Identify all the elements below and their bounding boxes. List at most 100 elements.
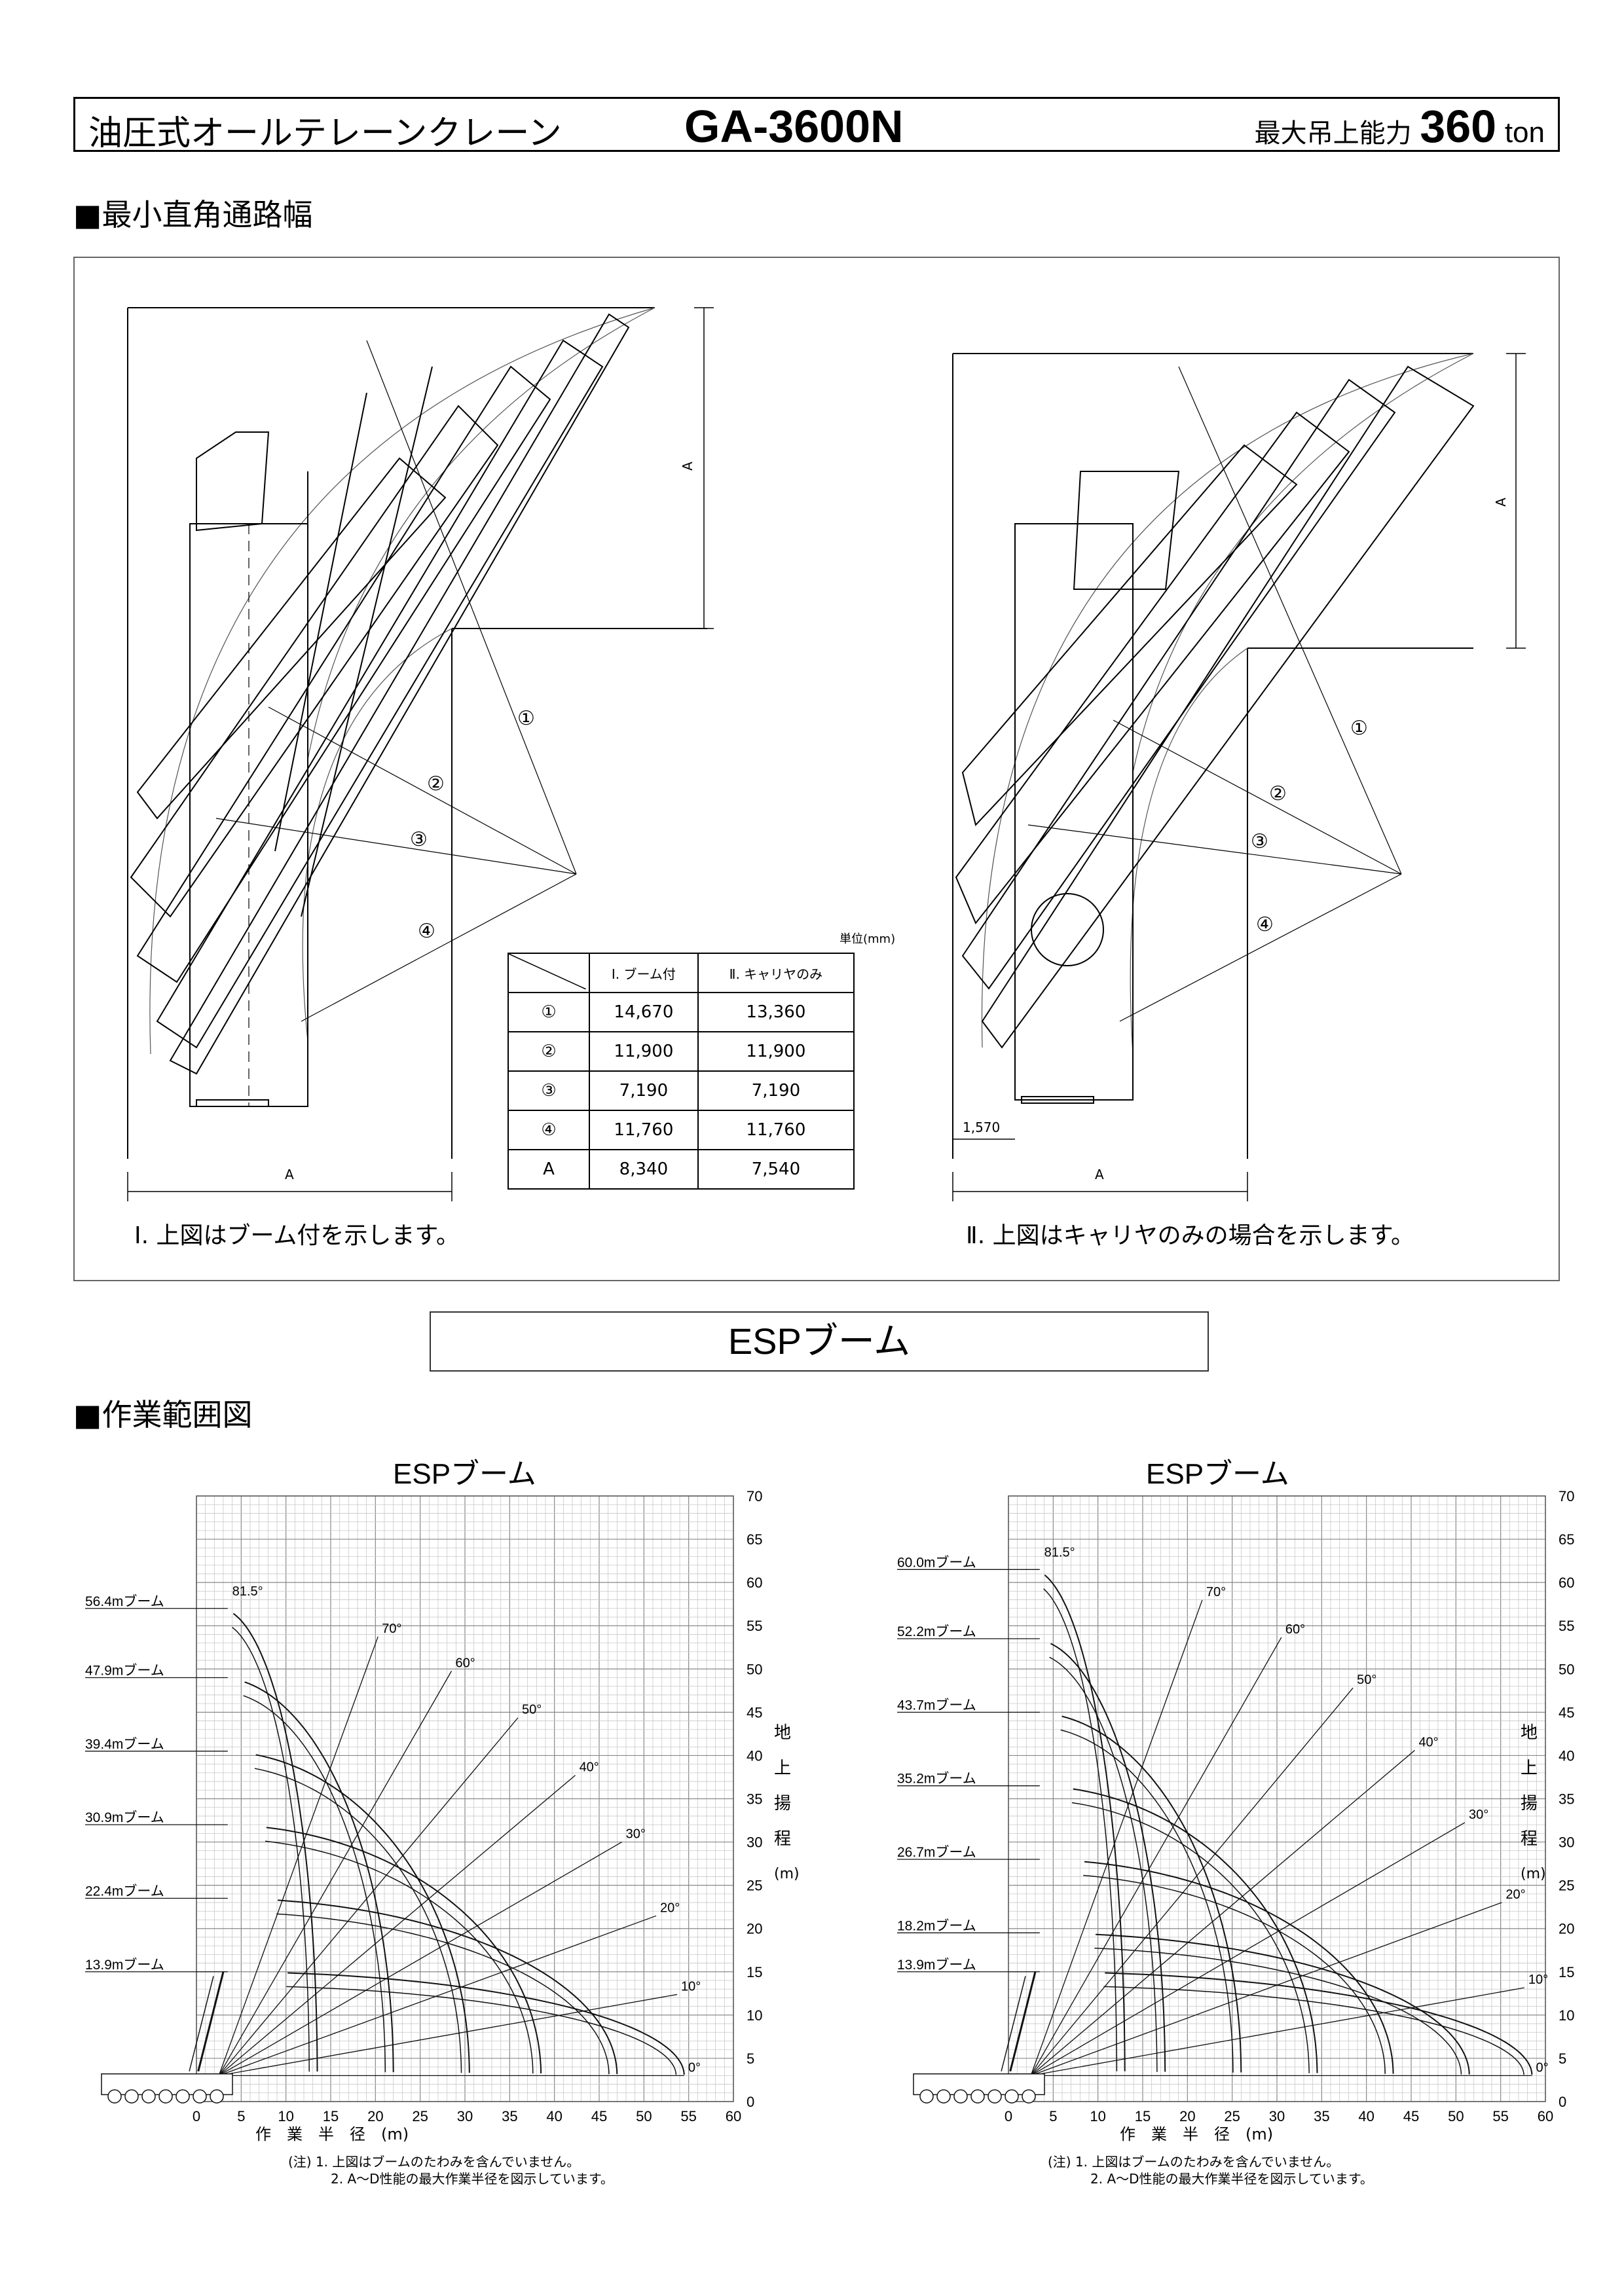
table-row: ④ 11,760 11,760 [507,1110,855,1150]
table-col2-header: Ⅱ. キャリヤのみ [697,953,855,993]
crane-wheel [193,2089,207,2104]
note-left-2: 2. A～D性能の最大作業半径を図示しています。 [331,2171,614,2187]
angle-label: 40° [1418,1735,1438,1749]
x-tick-label: 5 [1049,2108,1057,2124]
table-row: ② 11,900 11,900 [507,1031,855,1072]
table-row-label: ③ [507,1070,590,1111]
angle-label: 81.5° [232,1584,263,1599]
crane-boom [1009,1971,1037,2072]
table-row-label: A [507,1149,590,1190]
y-label-char: 上 [1521,1758,1538,1778]
y-label-char: 揚 [774,1794,792,1813]
y-tick-label: 5 [1559,2050,1566,2067]
angle-label: 30° [1469,1808,1488,1822]
y-tick-label: 55 [747,1618,762,1634]
grid-frame [1008,1495,1546,2102]
x-tick-label: 45 [591,2108,607,2124]
crane-boom [197,1971,225,2072]
x-tick-label: 60 [1538,2108,1553,2124]
boom-arc [244,1681,394,2073]
y-tick-label: 65 [1559,1531,1574,1548]
angle-line [218,1671,452,2076]
angle-line [219,1994,678,2076]
boom-arc-inner [1083,1874,1386,2074]
table-cell: 7,540 [697,1149,855,1190]
angle-line [218,1915,657,2076]
angle-label: 70° [382,1622,401,1636]
crane-wheel [987,2089,1002,2104]
y-label-char: 程 [774,1829,792,1849]
chart-title-right: ESPブーム [1146,1458,1289,1490]
x-label-left: 作 業 半 径 (m) [255,2125,409,2143]
y-tick-label: 35 [1559,1791,1574,1808]
table-row: ③ 7,190 7,190 [507,1070,855,1111]
table-cell: 7,190 [697,1070,855,1111]
turning-diagram-right [952,353,1526,1201]
x-tick-label: 10 [278,2108,293,2124]
turning-width-panel [73,257,1560,1281]
boom-arc [278,1899,618,2075]
table-cell: 13,360 [697,992,855,1032]
left-caption: Ⅰ. 上図はブーム付を示します。 [134,1222,460,1249]
crane-wheel [141,2089,156,2104]
angle-line [218,1717,519,2076]
angle-label: 81.5° [1044,1546,1075,1560]
x-tick-label: 5 [237,2108,245,2124]
boom-arc [1073,1788,1318,2073]
x-label-right: 作 業 半 径 (m) [1120,2125,1274,2143]
table-cell: 14,670 [589,992,699,1032]
y-label-left: 地 上 揚 程 (m) [774,1715,800,1892]
boom-length-label: 39.4mブーム [85,1737,164,1752]
boom-length-label: 35.2mブーム [897,1772,976,1787]
table-corner-cell [507,953,590,993]
angle-line [1030,1822,1466,2076]
y-label-char: 地 [1521,1723,1538,1743]
crane-wheel [936,2089,951,2104]
right-caption: Ⅱ. 上図はキャリヤのみの場合を示します。 [966,1222,1415,1249]
dim-a-vertical-left: A [679,462,695,471]
note-right-2: 2. A～D性能の最大作業半径を図示しています。 [1090,2171,1373,2187]
angle-label: 20° [1505,1887,1525,1902]
boom-length-label: 18.2mブーム [897,1918,976,1933]
x-tick-label: 35 [1314,2108,1329,2124]
boom-length-label: 22.4mブーム [85,1884,164,1899]
y-label-char: 揚 [1521,1794,1538,1813]
angle-label: 50° [1357,1673,1376,1687]
y-tick-label: 70 [1559,1488,1574,1504]
x-tick-label: 0 [1005,2108,1012,2124]
boom-length-label: 47.9mブーム [85,1664,164,1679]
boom-arc-inner [1094,1947,1462,2075]
x-tick-label: 40 [1358,2108,1374,2124]
boom-arc-inner [1060,1729,1234,2073]
y-tick-label: 70 [747,1488,762,1504]
boom-arc-inner [232,1626,310,2072]
x-tick-label: 55 [680,2108,696,2124]
y-tick-label: 35 [747,1791,762,1808]
crane-boom [1001,1976,1026,2071]
x-tick-label: 55 [1492,2108,1508,2124]
boom-arc [232,1613,318,2072]
y-tick-label: 40 [747,1747,762,1764]
y-tick-label: 25 [1559,1878,1574,1894]
boom-length-label: 60.0mブーム [897,1555,976,1570]
boom-arc-inner [1043,1588,1118,2071]
boom-length-label: 43.7mブーム [897,1698,976,1713]
table-cell: 11,900 [697,1031,855,1072]
x-tick-label: 0 [193,2108,200,2124]
boom-arc [287,1972,685,2075]
angle-label: 10° [681,1979,701,1994]
angle-line [1030,1749,1415,2076]
x-tick-label: 10 [1090,2108,1105,2124]
crane-boom [189,1976,214,2071]
marker-4-left: ④ [418,920,435,943]
table-cell: 11,900 [589,1031,699,1072]
dim-a-horizontal-right: A [1095,1167,1104,1182]
angle-line [1030,1599,1203,2076]
table-cell: 11,760 [589,1110,699,1150]
product-type-title: 油圧式オールテレーンクレーン [88,114,562,153]
crane-wheel [210,2089,224,2104]
boom-length-label: 52.2mブーム [897,1624,976,1639]
turning-heading: ■最小直角通路幅 [73,197,313,232]
marker-3-right: ③ [1251,830,1268,853]
angle-label: 0° [688,2060,701,2075]
